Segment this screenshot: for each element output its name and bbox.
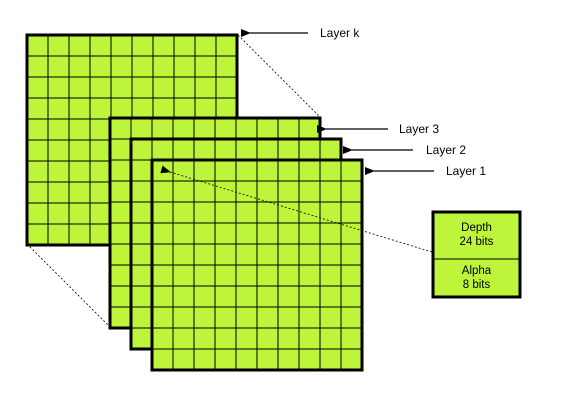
pixel-format-box: Depth 24 bits Alpha 8 bits bbox=[431, 210, 522, 299]
layer-1-grid bbox=[150, 158, 364, 372]
layer-3-label: Layer 3 bbox=[399, 122, 439, 136]
connector-bottom-left bbox=[26, 243, 111, 328]
layer-1-callout: Layer 1 bbox=[365, 164, 486, 178]
pixel-pointer-line bbox=[160, 165, 433, 253]
layer-3-callout: Layer 3 bbox=[317, 122, 439, 136]
depth-label: Depth bbox=[461, 222, 492, 234]
connector-top-right bbox=[237, 34, 322, 119]
layer-1-label: Layer 1 bbox=[446, 164, 486, 178]
layer-k-callout: Layer k bbox=[241, 26, 360, 40]
alpha-bits: 8 bits bbox=[463, 279, 491, 291]
layer-1-border bbox=[150, 158, 364, 372]
depth-bits: 24 bits bbox=[460, 236, 494, 248]
layers-stack bbox=[25, 33, 364, 372]
layer-2-label: Layer 2 bbox=[426, 143, 466, 157]
pixel-format-outline bbox=[431, 210, 522, 299]
layer-2-callout: Layer 2 bbox=[343, 143, 466, 157]
layer-k-label: Layer k bbox=[320, 26, 360, 40]
alpha-label: Alpha bbox=[462, 265, 492, 277]
